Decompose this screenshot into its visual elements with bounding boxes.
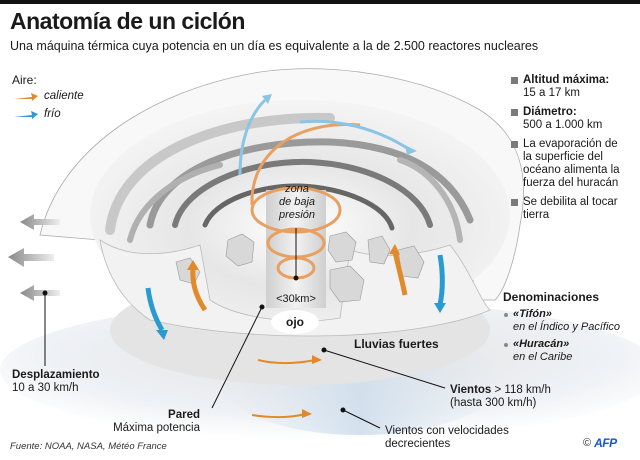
denominations-title: Denominaciones [503,290,600,304]
winds-max: (hasta 300 km/h) [450,397,537,409]
decreasing-winds-line: decrecientes [385,438,451,450]
warm-ascending-arrow [392,251,408,296]
decreasing-winds-label: Vientos con velocidades decrecientes [385,425,509,451]
bullet-icon [504,343,508,347]
top-rule [0,0,640,4]
warm-inflow-arrow [251,413,306,419]
fact-text: 15 a 17 km [523,87,580,99]
cold-descending-arrow [145,287,165,332]
afp-credit: © AFP [583,436,617,450]
winds-leader [323,349,446,389]
low-pressure-line: zona [285,183,309,195]
winds-label: Vientos > 118 km/h (hasta 300 km/h) [450,384,551,410]
fact-text: Se debilita al tocar tierra [523,196,618,221]
orange-arrow-icon [14,92,38,101]
bullet-icon [511,77,518,84]
denominations: Denominaciones «Tifón» en el Índico y Pa… [503,290,638,368]
displacement-label: Desplazamiento 10 a 30 km/h [12,369,100,395]
winds-title: Vientos [450,384,492,396]
legend-item-warm: caliente [14,90,84,103]
bullet-icon [511,141,518,148]
denomination-typhoon: «Tifón» en el Índico y Pacífico [503,308,638,334]
copyright-icon: © [583,437,592,449]
facts-list: Altitud máxima: 15 a 17 km Diámetro: 500… [511,74,636,228]
fact-altitude: Altitud máxima: 15 a 17 km [511,74,636,100]
wall-leader [211,306,263,409]
fact-title: Diámetro: [523,106,577,118]
cold-descending-arrow [437,254,445,306]
denomination-hurricane: «Huracán» en el Caribe [503,338,638,364]
page-title: Anatomía de un ciclón [10,8,245,34]
displacement-value: 10 a 30 km/h [12,382,79,394]
legend-item-cold: frío [14,108,61,121]
afp-logo: AFP [594,436,617,450]
eye-base [271,310,319,334]
legend-title: Aire: [12,73,37,87]
eye-width-label: <30km> [276,293,316,305]
fact-weakens: Se debilita al tocar tierra [511,196,628,222]
cold-arrowhead [405,145,417,155]
denomination-name: «Huracán» [513,338,570,350]
eye-label: ojo [286,315,304,329]
decreasing-winds-line: Vientos con velocidades [385,425,509,437]
legend-label-warm: caliente [44,90,84,102]
denomination-region: en el Caribe [513,351,573,363]
fact-text: 500 a 1.000 km [523,119,603,131]
warm-ascending-arrow [190,267,208,312]
denomination-name: «Tifón» [513,308,552,320]
bullet-icon [511,199,518,206]
spiral-bands [105,112,474,243]
bullet-icon [504,313,508,317]
blue-arrow-icon [14,110,38,119]
warm-inflow-arrow [257,359,316,364]
fact-title: Altitud máxima: [523,74,610,86]
fact-diameter: Diámetro: 500 a 1.000 km [511,106,636,132]
page-subtitle: Una máquina térmica cuya potencia en un … [10,39,539,53]
rain-label: Lluvias fuertes [354,337,439,351]
fact-text: La evaporación de la superficie del océa… [523,138,620,189]
source-note: Fuente: NOAA, NASA, Météo France [10,441,167,452]
wall-label: Pared Máxima potencia [100,409,200,435]
decreasing-winds-leader [342,409,381,429]
cold-arrowhead [262,94,272,104]
low-pressure-line: de baja [278,196,316,208]
cold-air-outflow [238,98,411,176]
displacement-title: Desplazamiento [12,369,100,381]
fact-evaporation: La evaporación de la superficie del océa… [511,138,628,190]
bullet-icon [511,109,518,116]
low-pressure-line: presión [278,209,316,221]
legend-label-cold: frío [44,108,61,120]
denomination-region: en el Índico y Pacífico [513,321,621,333]
winds-speed: > 118 km/h [491,384,551,396]
wall-title: Pared [168,409,200,421]
low-pressure-label: zona de baja presión [262,183,332,222]
wall-text: Máxima potencia [113,422,200,434]
displacement-arrows [8,214,60,301]
